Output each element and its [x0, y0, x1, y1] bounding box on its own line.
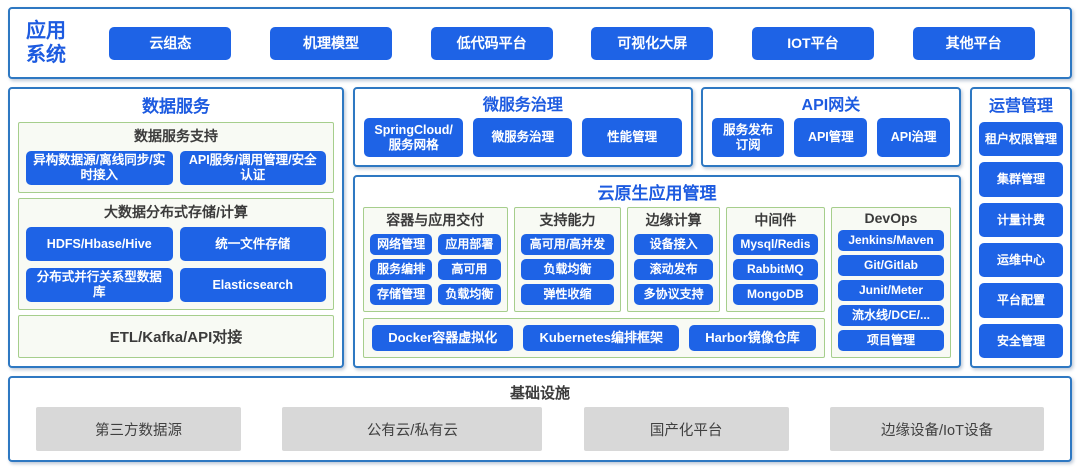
app-systems-label: 应用 系统	[26, 20, 66, 66]
button-microservice-governance[interactable]: 微服务治理	[473, 118, 573, 157]
button-distributed-rdb[interactable]: 分布式并行关系型数据库	[26, 268, 173, 302]
button-hetero-datasource[interactable]: 异构数据源/离线同步/实时接入	[26, 151, 173, 185]
button-load-balance-2[interactable]: 负载均衡	[520, 259, 615, 280]
button-pipeline-dce[interactable]: 流水线/DCE/...	[838, 305, 944, 326]
cloud-native-panel: 云原生应用管理 容器与应用交付 网络管理 应用部署 服务编排 高可用	[353, 175, 961, 368]
button-api-service-auth[interactable]: API服务/调用管理/安全认证	[179, 151, 326, 185]
operations-panel: 运营管理 租户权限管理 集群管理 计量计费 运维中心 平台配置 安全管理	[970, 87, 1072, 368]
button-ops-center[interactable]: 运维中心	[979, 242, 1063, 278]
container-platform-row: Docker容器虚拟化 Kubernetes编排框架 Harbor镜像仓库	[363, 318, 825, 358]
button-cluster-mgmt[interactable]: 集群管理	[979, 162, 1063, 197]
button-mongodb[interactable]: MongoDB	[732, 284, 818, 305]
middleware-column: 中间件 Mysql/Redis RabbitMQ MongoDB	[725, 207, 825, 312]
button-elasticsearch[interactable]: Elasticsearch	[179, 268, 326, 302]
infrastructure-panel: 基础设施 第三方数据源 公有云/私有云 国产化平台 边缘设备/IoT设备	[8, 376, 1072, 462]
infra-box-edge-iot-devices[interactable]: 边缘设备/IoT设备	[829, 407, 1044, 451]
button-rolling-release[interactable]: 滚动发布	[634, 259, 713, 280]
support-capability-column: 支持能力 高可用/高并发 负载均衡 弹性收缩	[513, 207, 622, 312]
devops-title: DevOps	[864, 210, 918, 226]
button-load-balance[interactable]: 负载均衡	[438, 284, 501, 305]
button-api-mgmt[interactable]: API管理	[794, 118, 868, 157]
middle-top-row: 微服务治理 SpringCloud/服务网格 微服务治理 性能管理 API网关 …	[353, 87, 961, 167]
cloud-native-title: 云原生应用管理	[597, 184, 717, 203]
button-elastic-scaling[interactable]: 弹性收缩	[520, 284, 615, 305]
button-harbor[interactable]: Harbor镜像仓库	[689, 325, 816, 351]
button-device-access[interactable]: 设备接入	[634, 234, 713, 255]
container-delivery-column: 容器与应用交付 网络管理 应用部署 服务编排 高可用 存储管理 负载均衡	[363, 207, 508, 312]
button-app-deploy[interactable]: 应用部署	[438, 234, 501, 255]
button-jenkins-maven[interactable]: Jenkins/Maven	[838, 230, 944, 251]
button-tenant-permission[interactable]: 租户权限管理	[979, 122, 1063, 157]
app-systems-panel: 应用 系统 云组态 机理模型 低代码平台 可视化大屏 IOT平台 其他平台	[8, 7, 1072, 79]
button-kubernetes[interactable]: Kubernetes编排框架	[523, 325, 679, 351]
app-systems-buttons: 云组态 机理模型 低代码平台 可视化大屏 IOT平台 其他平台	[90, 26, 1054, 60]
button-storage-mgmt[interactable]: 存储管理	[370, 284, 433, 305]
app-system-button-bigscreen[interactable]: 可视化大屏	[591, 26, 714, 60]
middleware-title: 中间件	[754, 212, 797, 228]
api-gateway-title: API网关	[801, 97, 861, 114]
button-hdfs-hbase-hive[interactable]: HDFS/Hbase/Hive	[26, 227, 173, 261]
button-docker[interactable]: Docker容器虚拟化	[372, 325, 514, 351]
infra-box-public-private-cloud[interactable]: 公有云/私有云	[282, 407, 543, 451]
middle-column: 微服务治理 SpringCloud/服务网格 微服务治理 性能管理 API网关 …	[353, 87, 961, 368]
edge-computing-column: 边缘计算 设备接入 滚动发布 多协议支持	[627, 207, 720, 312]
button-unified-file-storage[interactable]: 统一文件存储	[179, 227, 326, 261]
infra-box-domestic-platform[interactable]: 国产化平台	[583, 407, 789, 451]
app-system-button-lowcode[interactable]: 低代码平台	[430, 26, 553, 60]
bigdata-storage-group: 大数据分布式存储/计算 HDFS/Hbase/Hive 统一文件存储 分布式并行…	[18, 198, 334, 310]
microservice-panel: 微服务治理 SpringCloud/服务网格 微服务治理 性能管理	[353, 87, 693, 167]
button-service-pubsub[interactable]: 服务发布订阅	[711, 118, 785, 157]
button-junit-meter[interactable]: Junit/Meter	[838, 280, 944, 301]
button-service-orchestration[interactable]: 服务编排	[370, 259, 433, 280]
edge-computing-title: 边缘计算	[645, 212, 702, 228]
devops-column: DevOps Jenkins/Maven Git/Gitlab Junit/Me…	[831, 207, 951, 358]
app-system-button-mechanism-model[interactable]: 机理模型	[269, 26, 392, 60]
data-service-support-title: 数据服务支持	[134, 128, 218, 144]
middle-row: 数据服务 数据服务支持 异构数据源/离线同步/实时接入 API服务/调用管理/安…	[8, 87, 1072, 368]
data-service-panel: 数据服务 数据服务支持 异构数据源/离线同步/实时接入 API服务/调用管理/安…	[8, 87, 344, 368]
app-system-button-iot[interactable]: IOT平台	[751, 26, 874, 60]
data-service-support-group: 数据服务支持 异构数据源/离线同步/实时接入 API服务/调用管理/安全认证	[18, 122, 334, 193]
operations-title: 运营管理	[988, 98, 1053, 115]
microservice-title: 微服务治理	[482, 97, 563, 114]
button-api-governance[interactable]: API治理	[877, 118, 951, 157]
button-multi-protocol[interactable]: 多协议支持	[634, 284, 713, 305]
button-git-gitlab[interactable]: Git/Gitlab	[838, 255, 944, 276]
bigdata-storage-title: 大数据分布式存储/计算	[104, 204, 248, 220]
button-high-availability[interactable]: 高可用	[438, 259, 501, 280]
support-capability-title: 支持能力	[539, 212, 596, 228]
button-metering-billing[interactable]: 计量计费	[979, 202, 1063, 237]
button-performance-mgmt[interactable]: 性能管理	[582, 118, 682, 157]
button-rabbitmq[interactable]: RabbitMQ	[732, 259, 818, 280]
button-springcloud-mesh[interactable]: SpringCloud/服务网格	[364, 118, 464, 157]
button-network-mgmt[interactable]: 网络管理	[370, 234, 433, 255]
button-project-mgmt[interactable]: 项目管理	[838, 330, 944, 351]
infrastructure-title: 基础设施	[509, 385, 570, 402]
etl-kafka-api-box: ETL/Kafka/API对接	[18, 315, 334, 358]
button-mysql-redis[interactable]: Mysql/Redis	[732, 234, 818, 255]
app-system-button-other[interactable]: 其他平台	[912, 26, 1035, 60]
infra-box-third-party-datasource[interactable]: 第三方数据源	[36, 407, 241, 451]
data-service-title: 数据服务	[142, 97, 210, 116]
button-platform-config[interactable]: 平台配置	[979, 283, 1063, 318]
button-security-mgmt[interactable]: 安全管理	[979, 323, 1063, 358]
app-system-button-cloud-config[interactable]: 云组态	[109, 26, 232, 60]
button-ha-concurrency[interactable]: 高可用/高并发	[520, 234, 615, 255]
container-delivery-title: 容器与应用交付	[386, 212, 485, 228]
api-gateway-panel: API网关 服务发布订阅 API管理 API治理	[700, 87, 961, 167]
